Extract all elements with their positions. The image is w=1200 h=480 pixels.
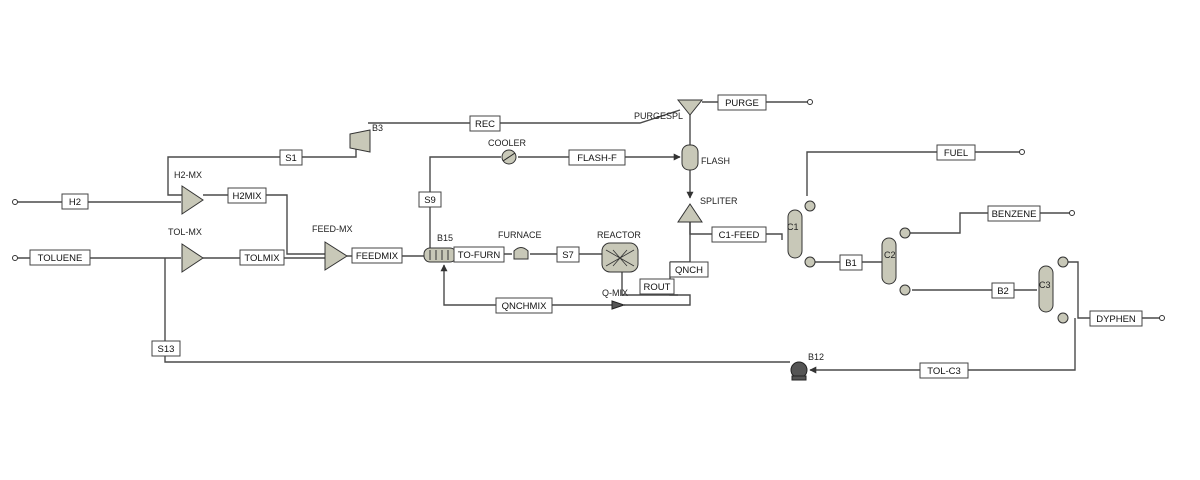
mixer-feed-mx[interactable] [324, 241, 348, 271]
mixer-h2-mx[interactable] [181, 185, 204, 215]
column-c3[interactable] [1038, 256, 1069, 324]
stream-label-s1-text: S1 [285, 153, 297, 164]
terminal-dyphen [1159, 315, 1165, 321]
stream-label-c1-feed[interactable]: C1-FEED [711, 226, 767, 243]
heat-exchanger-cooler[interactable] [501, 149, 517, 165]
stream-label-rout[interactable]: ROUT [639, 278, 675, 295]
unit-label-cooler: COOLER [488, 138, 527, 148]
stream-label-to-furn-text: TO-FURN [458, 250, 501, 261]
stream-line-dyphen [1063, 261, 1160, 319]
stream-label-h2[interactable]: H2 [61, 193, 89, 210]
stream-label-s13-text: S13 [158, 344, 175, 355]
stream-label-flash-f[interactable]: FLASH-F [568, 149, 626, 166]
stream-label-qnchmix-text: QNCHMIX [502, 301, 548, 312]
reactor[interactable] [601, 242, 639, 273]
unit-label-h2-mx: H2-MX [174, 170, 202, 180]
stream-label-flash-f-text: FLASH-F [577, 153, 617, 164]
stream-line-s13 [164, 258, 790, 363]
stream-line-s9 [429, 156, 501, 248]
stream-label-benzene-text: BENZENE [992, 209, 1037, 220]
unit-label-furnace: FURNACE [498, 230, 542, 240]
unit-label-b12: B12 [808, 352, 824, 362]
stream-label-feedmix-text: FEEDMIX [356, 251, 399, 262]
stream-label-qnchmix[interactable]: QNCHMIX [495, 297, 553, 314]
unit-label-reactor: REACTOR [597, 230, 641, 240]
stream-label-qnch[interactable]: QNCH [669, 261, 709, 278]
unit-label-spliter: SPLITER [700, 196, 738, 206]
stream-line-fuel [806, 151, 1020, 196]
stream-label-rec-text: REC [475, 119, 495, 130]
stream-label-dyphen[interactable]: DYPHEN [1089, 310, 1143, 327]
unit-label-c1: C1 [787, 222, 799, 232]
stream-label-to-furn[interactable]: TO-FURN [453, 246, 505, 263]
terminal-toluene [12, 255, 18, 261]
stream-line-tol-c3 [809, 318, 1076, 374]
stream-label-c1-feed-text: C1-FEED [719, 230, 760, 241]
stream-label-h2mix-text: H2MIX [232, 191, 262, 202]
stream-label-s9[interactable]: S9 [418, 191, 442, 208]
stream-label-fuel-text: FUEL [944, 148, 968, 159]
unit-label-c3: C3 [1039, 280, 1051, 290]
stream-label-purge-text: PURGE [725, 98, 759, 109]
stream-label-tolmix[interactable]: TOLMIX [239, 249, 285, 266]
unit-label-b15: B15 [437, 233, 453, 243]
stream-label-dyphen-text: DYPHEN [1096, 314, 1136, 325]
terminal-h2 [12, 199, 18, 205]
unit-label-b3: B3 [372, 123, 383, 133]
stream-line-h2mix [203, 194, 325, 255]
unit-label-flash: FLASH [701, 156, 730, 166]
stream-label-tolmix-text: TOLMIX [244, 253, 280, 264]
stream-label-toluene[interactable]: TOLUENE [29, 249, 91, 266]
column-c1[interactable] [787, 200, 816, 268]
terminal-benzene [1069, 210, 1075, 216]
stream-label-s1[interactable]: S1 [279, 149, 303, 166]
stream-label-s7[interactable]: S7 [556, 246, 580, 263]
mixer-tol-mx[interactable] [181, 243, 204, 273]
splitter-spliter[interactable] [677, 203, 703, 223]
stream-label-s7-text: S7 [562, 250, 574, 261]
stream-label-b1-text: B1 [845, 258, 857, 269]
mixer-q-mix[interactable] [611, 300, 626, 310]
stream-label-benzene[interactable]: BENZENE [987, 205, 1041, 222]
stream-label-rout-text: ROUT [644, 282, 671, 293]
stream-label-b2[interactable]: B2 [991, 282, 1015, 299]
stream-label-h2-text: H2 [69, 197, 81, 208]
stream-line-rout [621, 272, 678, 296]
stream-label-h2mix[interactable]: H2MIX [227, 187, 267, 204]
stream-label-tol-c3[interactable]: TOL-C3 [919, 362, 969, 379]
stream-label-s13[interactable]: S13 [151, 340, 181, 357]
pump-b12[interactable] [790, 361, 808, 381]
stream-label-qnch-text: QNCH [675, 265, 703, 276]
terminal-fuel [1019, 149, 1025, 155]
splitter-purgespl[interactable] [676, 99, 704, 116]
heat-exchanger-b15[interactable] [423, 247, 457, 263]
unit-label-q-mix: Q-MIX [602, 288, 628, 298]
compressor-b3[interactable] [349, 129, 371, 153]
stream-line-rec [368, 109, 681, 124]
unit-label-purgespl: PURGESPL [634, 111, 683, 121]
stream-label-s9-text: S9 [424, 195, 436, 206]
furnace[interactable] [513, 247, 529, 260]
stream-line-spliter-qnch [670, 222, 691, 263]
flash-drum[interactable] [681, 144, 699, 171]
stream-label-fuel[interactable]: FUEL [936, 144, 976, 161]
stream-label-rec[interactable]: REC [469, 115, 501, 132]
unit-label-c2: C2 [884, 250, 896, 260]
stream-label-purge[interactable]: PURGE [717, 94, 767, 111]
terminal-purge [807, 99, 813, 105]
column-c2[interactable] [881, 227, 911, 296]
stream-label-feedmix[interactable]: FEEDMIX [351, 247, 403, 264]
stream-line-qmix-loop [624, 294, 691, 306]
stream-label-b2-text: B2 [997, 286, 1009, 297]
stream-line-qnchmix [440, 264, 612, 306]
stream-line-s1 [167, 140, 357, 196]
unit-label-feed-mx: FEED-MX [312, 224, 353, 234]
stream-label-b1[interactable]: B1 [839, 254, 863, 271]
stream-label-toluene-text: TOLUENE [38, 253, 83, 264]
unit-label-tol-mx: TOL-MX [168, 227, 202, 237]
stream-label-tol-c3-text: TOL-C3 [927, 366, 961, 377]
